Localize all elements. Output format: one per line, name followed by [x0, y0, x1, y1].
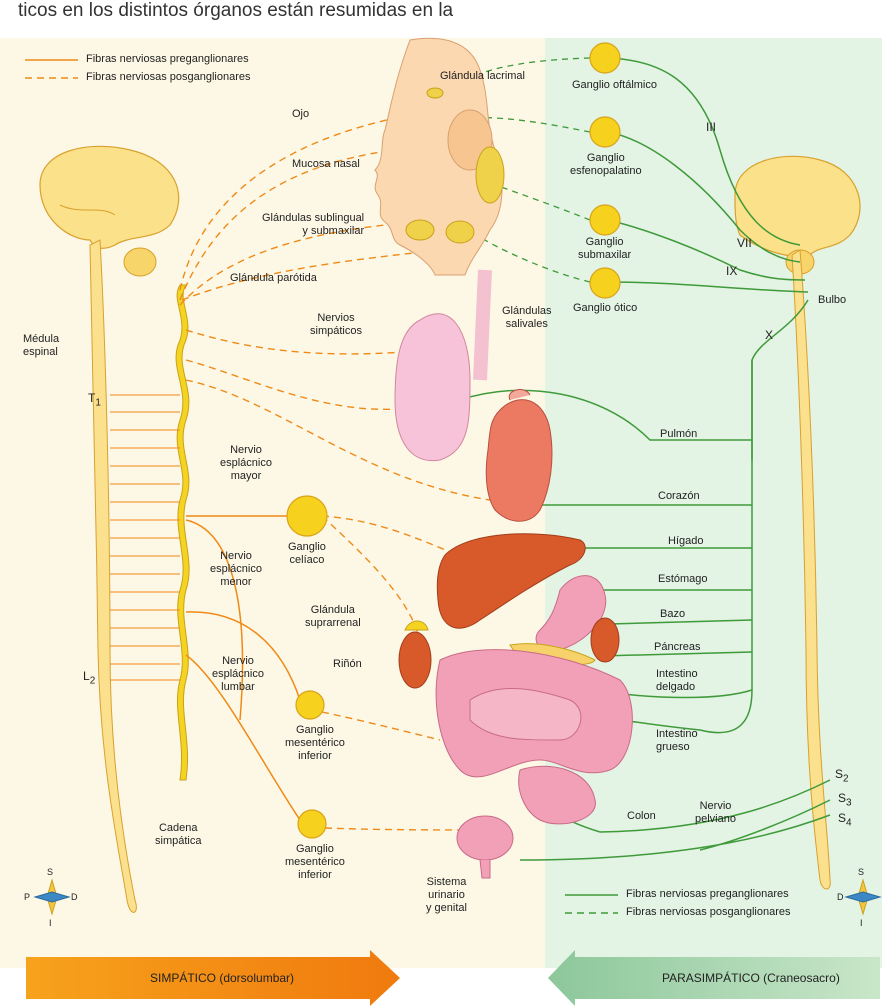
- label-medula-espinal: Médula espinal: [23, 333, 59, 359]
- label-intestino-grueso: Intestino grueso: [656, 728, 698, 754]
- compass-right: [846, 880, 880, 914]
- compass-left-s: I: [49, 917, 52, 930]
- label-pulmon: Pulmón: [660, 428, 697, 441]
- label-nervio-esplacnico-menor: Nervio esplácnico menor: [210, 550, 262, 589]
- legend-top-pre: Fibras nerviosas preganglionares: [86, 53, 249, 65]
- compass-left-e: D: [71, 891, 78, 904]
- intestines: [436, 650, 632, 824]
- sympathetic-chain: [176, 285, 189, 780]
- left-brain-spinal-cord: [40, 146, 179, 912]
- label-bazo: Bazo: [660, 608, 685, 621]
- label-rinon: Riñón: [333, 658, 362, 671]
- legend-bottom-pre: Fibras nerviosas preganglionares: [626, 888, 789, 900]
- nerve-x: X: [765, 328, 773, 342]
- label-t1: T1: [88, 392, 101, 409]
- label-glandula-parotida: Glándula parótida: [230, 272, 317, 285]
- label-intestino-delgado: Intestino delgado: [656, 668, 698, 694]
- label-cadena-simpatica: Cadena simpática: [155, 822, 201, 848]
- label-ganglio-celiaco: Ganglio celíaco: [288, 541, 326, 567]
- label-bulbo: Bulbo: [818, 294, 846, 307]
- label-glandulas-salivales: Glándulas salivales: [502, 305, 552, 331]
- label-mucosa-nasal: Mucosa nasal: [292, 158, 360, 171]
- lung: [395, 270, 485, 461]
- compass-left: [35, 880, 69, 914]
- banner-simpatico: SIMPÁTICO (dorsolumbar): [150, 971, 294, 985]
- label-glandulas-sublingual: Glándulas sublingual y submaxilar: [262, 212, 364, 238]
- ganglion-submaxillary: [590, 205, 620, 235]
- label-colon: Colon: [627, 810, 656, 823]
- ganglion-sphenopalatine: [590, 117, 620, 147]
- label-ganglio-mesenterico-1: Ganglio mesentérico inferior: [285, 724, 345, 763]
- label-ganglio-esfenopalatino: Ganglio esfenopalatino: [570, 152, 642, 178]
- compass-right-s: I: [860, 917, 863, 930]
- label-ganglio-mesenterico-2: Ganglio mesentérico inferior: [285, 843, 345, 882]
- heart: [486, 390, 552, 522]
- label-higado: Hígado: [668, 535, 703, 548]
- label-nervio-esplacnico-mayor: Nervio esplácnico mayor: [220, 444, 272, 483]
- label-s3: S3: [838, 792, 852, 809]
- label-l2: L2: [83, 670, 95, 687]
- label-s4: S4: [838, 812, 852, 829]
- ganglion-ophthalmic: [590, 43, 620, 73]
- legend-top-post: Fibras nerviosas posganglionares: [86, 71, 250, 83]
- bladder: [457, 816, 513, 878]
- label-estomago: Estómago: [658, 573, 708, 586]
- label-ojo: Ojo: [292, 108, 309, 121]
- rami-lines: [110, 395, 180, 680]
- ganglion-mesenteric-1: [296, 691, 324, 719]
- compass-right-n: S: [858, 866, 864, 879]
- label-nervio-esplacnico-lumbar: Nervio esplácnico lumbar: [212, 655, 264, 694]
- compass-left-n: S: [47, 866, 53, 879]
- label-pancreas: Páncreas: [654, 641, 700, 654]
- compass-left-w: P: [24, 891, 30, 904]
- label-ganglio-otico: Ganglio ótico: [573, 302, 637, 315]
- label-sistema-urinario: Sistema urinario y genital: [426, 876, 467, 915]
- nerve-ix: IX: [726, 264, 737, 278]
- ganglion-otic: [590, 268, 620, 298]
- ganglion-mesenteric-2: [298, 810, 326, 838]
- label-ganglio-submaxilar: Ganglio submaxilar: [578, 236, 631, 262]
- label-corazon: Corazón: [658, 490, 700, 503]
- banner-parasimpatico: PARASIMPÁTICO (Craneosacro): [662, 971, 840, 985]
- label-s2: S2: [835, 768, 849, 785]
- nerve-vii: VII: [737, 236, 752, 250]
- kidney: [399, 621, 431, 688]
- legend-bottom-post: Fibras nerviosas posganglionares: [626, 906, 790, 918]
- ganglion-celiac: [287, 496, 327, 536]
- label-glandula-suprarrenal: Glándula suprarrenal: [305, 604, 361, 630]
- label-nervio-pelviano: Nervio pelviano: [695, 800, 736, 826]
- nerve-iii: III: [706, 120, 716, 134]
- compass-right-w: D: [837, 891, 844, 904]
- label-glandula-lacrimal: Glándula lacrimal: [440, 70, 525, 83]
- label-ganglio-oftalmico: Ganglio oftálmico: [572, 79, 657, 92]
- label-nervios-simpaticos: Nervios simpáticos: [310, 312, 362, 338]
